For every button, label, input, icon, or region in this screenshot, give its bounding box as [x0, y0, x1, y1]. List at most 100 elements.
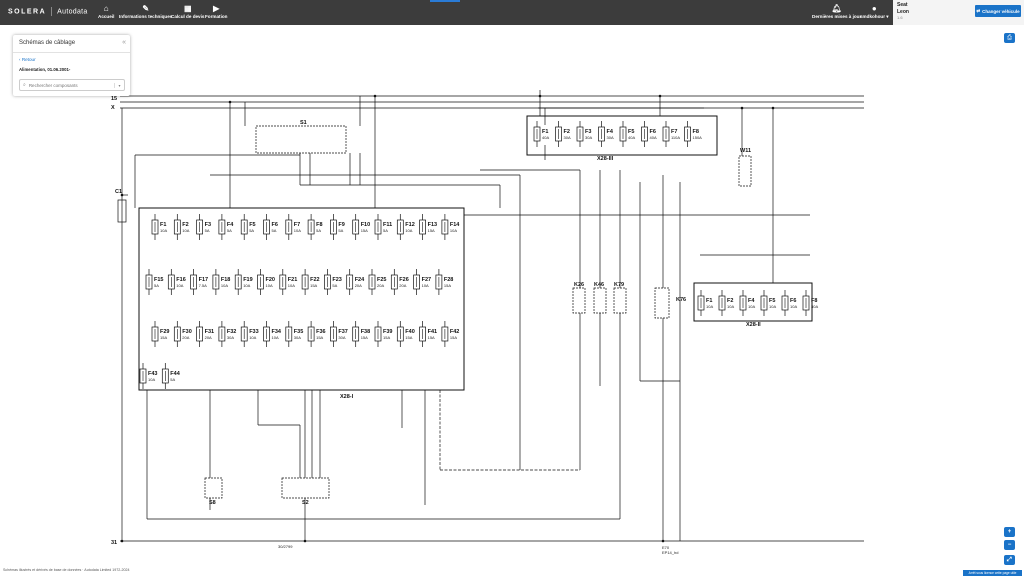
fuse-name-label: F13 — [428, 222, 437, 228]
chevron-down-icon: ▾ — [886, 14, 889, 19]
print-button[interactable]: ⎙ — [1004, 33, 1015, 43]
calculator-icon: ▦ — [183, 4, 192, 13]
solera-logo-text: SOLERA — [8, 8, 47, 16]
user-menu[interactable]: ● smdkohour ▾ — [860, 3, 889, 20]
fuse-rating-label: 15A — [444, 283, 451, 288]
fullscreen-button[interactable]: ⤢ — [1004, 555, 1015, 565]
license-notice[interactable]: Arrêt sous licence cette page utile — [963, 570, 1022, 576]
fuse-name-label: F26 — [399, 277, 408, 283]
vehicle-model: Leon — [897, 9, 909, 15]
nav-home[interactable]: ⌂ Accueil — [98, 3, 114, 19]
fuse-rating-label: 5A — [383, 228, 388, 233]
home-icon: ⌂ — [103, 4, 109, 13]
collapse-panel-icon[interactable]: « — [122, 39, 126, 46]
fuse-rating-label: 15A — [428, 335, 435, 340]
back-link[interactable]: ‹ Retour — [19, 57, 36, 62]
fuse-name-label: F18 — [221, 277, 230, 283]
dropdown-caret-icon[interactable]: ▾ — [114, 82, 124, 88]
change-vehicle-button[interactable]: ⇄ Changer véhicule — [975, 5, 1021, 17]
latest-updates-button[interactable]: 🔔︎ Dernières mises à jour — [812, 3, 861, 19]
fuse-rating-label: 40A — [628, 135, 635, 140]
fuse-name-label: F5 — [628, 129, 634, 135]
play-icon: ▶ — [213, 4, 220, 13]
zoom-in-button[interactable]: + — [1004, 527, 1015, 537]
component-search[interactable]: ⌕ ▾ — [19, 79, 125, 91]
nav-training-label: Formation — [205, 14, 228, 19]
nav-estimate[interactable]: ▦ Calcul de devis — [171, 3, 204, 19]
component-search-input[interactable] — [28, 82, 109, 88]
fuse-rating-label: 7.5A — [199, 283, 208, 288]
fuse-name-label: F17 — [199, 277, 208, 283]
fuse-rating-label: 10A — [182, 228, 189, 233]
fuse-name-label: F6 — [790, 298, 796, 304]
nav-technical-info[interactable]: ✎ Informations techniques — [119, 3, 172, 19]
fuse-name-label: F16 — [176, 277, 185, 283]
fuse-rating-label: 30A — [564, 135, 571, 140]
zoom-out-button[interactable]: − — [1004, 540, 1015, 550]
nav-training[interactable]: ▶ Formation — [205, 3, 227, 19]
